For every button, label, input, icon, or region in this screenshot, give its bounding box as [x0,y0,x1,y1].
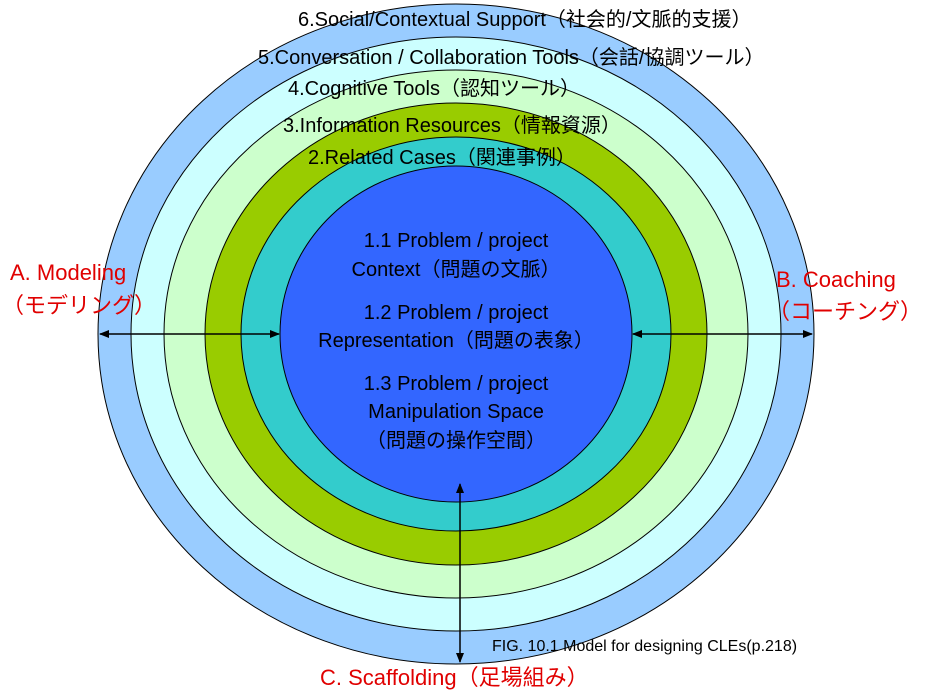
core-1-1-line1: 1.1 Problem / project [364,230,549,252]
scaffolding-label: C. Scaffolding（足場組み） [320,665,589,690]
coaching-label: B. Coaching [776,267,896,292]
layer-3-label: 3.Information Resources（情報資源） [283,114,621,137]
core-1-2-line2: Representation（問題の表象） [318,329,594,352]
layer-4-label: 4.Cognitive Tools（認知ツール） [288,77,580,100]
coaching-label-ja: （コーチング） [768,299,922,324]
figure-caption: FIG. 10.1 Model for designing CLEs(p.218… [492,638,797,655]
core-1-3-line1: 1.3 Problem / project [364,373,549,395]
core-1-3-line2: Manipulation Space [368,401,544,423]
layer-5-label: 5.Conversation / Collaboration Tools（会話/… [258,46,764,69]
modeling-label-ja: （モデリング） [2,293,156,318]
core-1-2-line1: 1.2 Problem / project [364,302,549,324]
core-1-3-line3: （問題の操作空間） [366,429,546,452]
core-1-1-line2: Context（問題の文脈） [352,258,561,281]
layer-2-label: 2.Related Cases（関連事例） [308,146,576,169]
modeling-label: A. Modeling [10,260,126,285]
layer-6-label: 6.Social/Contextual Support（社会的/文脈的支援） [298,8,752,31]
